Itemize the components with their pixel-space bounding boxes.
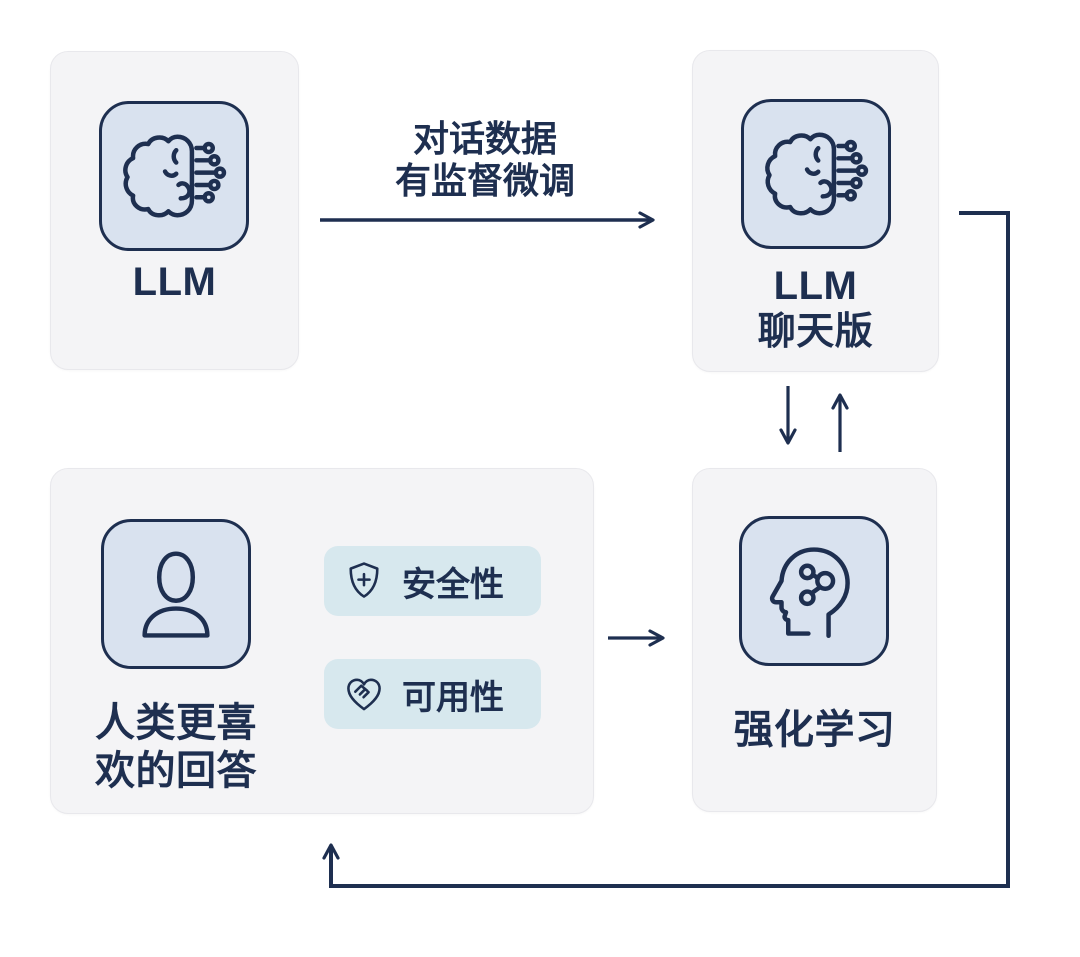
brain-circuit-icon xyxy=(123,134,227,218)
human-pref-icon-tile xyxy=(101,519,251,669)
llm-base-icon-tile xyxy=(99,101,249,251)
node-llm-base: LLM xyxy=(50,51,299,370)
llm-chat-label: LLM 聊天版 xyxy=(693,263,938,355)
safety-badge: 安全性 xyxy=(324,546,541,616)
node-llm-chat: LLM 聊天版 xyxy=(692,50,939,372)
llm-chat-label-line2: 聊天版 xyxy=(757,311,874,353)
rl-label: 强化学习 xyxy=(733,708,896,752)
brain-circuit-icon xyxy=(765,132,869,216)
person-icon xyxy=(142,551,210,638)
human-pref-label: 人类更喜 欢的回答 xyxy=(51,699,301,795)
usability-badge: 可用性 xyxy=(324,659,541,729)
sft-edge-label: 对话数据 有监督微调 xyxy=(330,118,640,202)
human-pref-label-line2: 欢的回答 xyxy=(95,749,257,793)
head-network-icon xyxy=(769,547,850,639)
sft-edge-label-line1: 对话数据 xyxy=(412,118,557,159)
node-human-pref: 人类更喜 欢的回答 安全性 可用性 xyxy=(50,468,594,814)
llm-chat-icon-tile xyxy=(741,99,891,249)
usability-badge-label: 可用性 xyxy=(402,678,504,717)
shield-plus-icon xyxy=(349,562,379,598)
llm-base-label: LLM xyxy=(132,260,217,304)
safety-badge-label: 安全性 xyxy=(402,565,504,604)
human-pref-label-line1: 人类更喜 xyxy=(95,701,257,745)
llm-chat-label-line1: LLM xyxy=(773,264,858,308)
rl-icon-tile xyxy=(739,516,889,666)
sft-edge-label-line2: 有监督微调 xyxy=(394,160,575,201)
heart-handshake-icon xyxy=(347,678,381,711)
node-rl: 强化学习 xyxy=(692,468,937,812)
